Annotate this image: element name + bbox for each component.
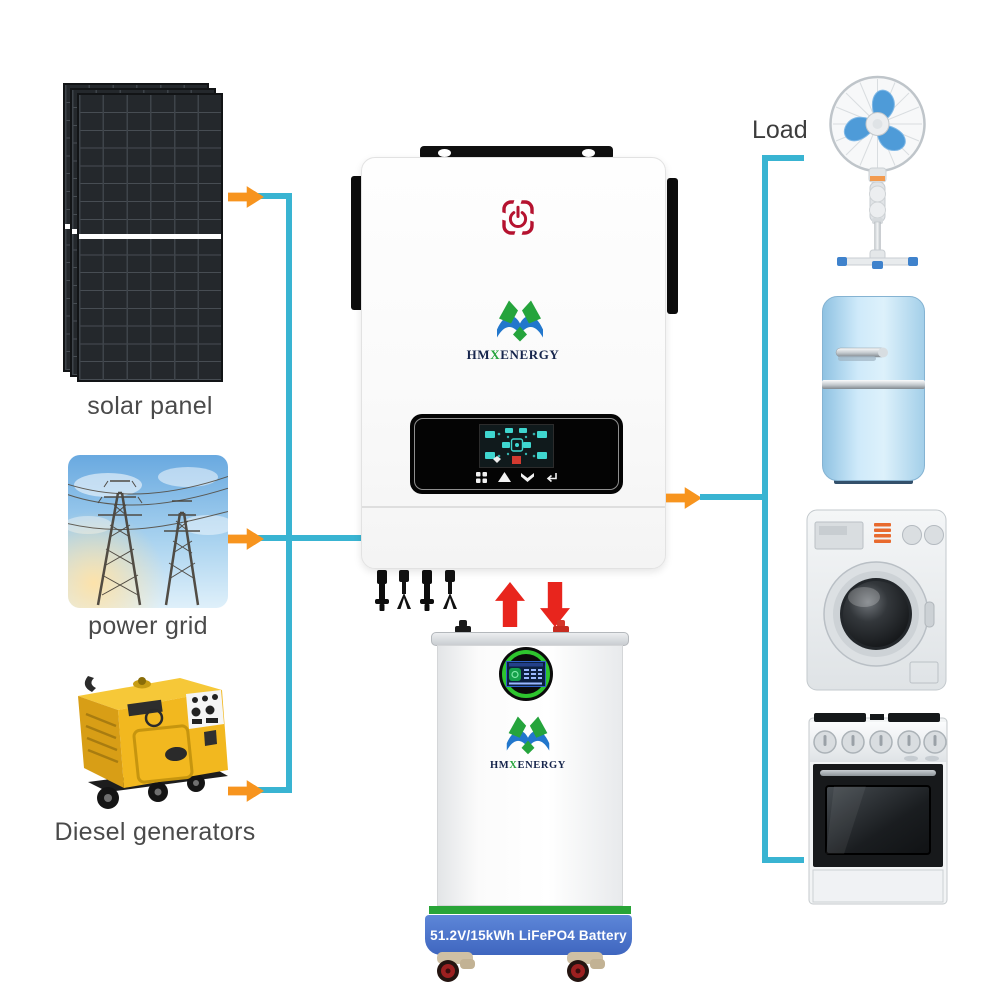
line-solar-horizontal <box>258 193 292 199</box>
caster-wheel-icon <box>562 950 608 984</box>
line-left-vertical <box>286 193 292 793</box>
solar-panel-label: solar panel <box>87 392 213 420</box>
battery-base-label: 51.2V/15kWh LiFePO4 Battery <box>425 915 632 955</box>
electric-stove-image <box>808 712 948 908</box>
battery-brand-text: HMXENERGY <box>428 760 628 771</box>
battery-lcd-screen <box>506 661 546 687</box>
arrow-battery-to-inverter <box>495 582 525 627</box>
power-grid-label: power grid <box>88 612 208 640</box>
inverter-seam-line <box>362 506 665 508</box>
line-load-horizontal <box>700 494 768 500</box>
refrigerator-image <box>822 296 925 488</box>
inverter-heatsink-left <box>351 176 364 310</box>
bracket-hole-right <box>582 149 595 157</box>
battery-terminal-positive <box>553 620 569 633</box>
solar-panel-front <box>77 93 223 382</box>
enter-icon[interactable] <box>545 472 558 483</box>
inverter-mount-bracket <box>420 146 613 160</box>
brand-x: X <box>490 347 501 362</box>
load-label: Load <box>752 116 808 144</box>
battery-top-lid <box>431 632 629 646</box>
brand-energy: ENERGY <box>500 347 560 362</box>
battery-capacity-label: 51.2V/15kWh LiFePO4 Battery <box>430 927 627 943</box>
display-panel-ring <box>414 418 619 490</box>
mc4-connector-icon <box>419 570 435 612</box>
line-load-top-stub <box>762 155 804 161</box>
inverter-heatsink-right <box>667 178 678 314</box>
brand-energy: ENERGY <box>517 760 566 771</box>
line-load-bottom-stub <box>762 857 804 863</box>
arrow-up-icon[interactable] <box>497 472 511 483</box>
inverter-brand-text: HMXENERGY <box>420 347 606 363</box>
brand-hm: HM <box>466 347 491 362</box>
mc4-connector-icon <box>396 570 412 612</box>
line-right-vertical <box>762 155 768 863</box>
arrow-grid-to-inverter <box>228 528 264 550</box>
battery-green-stripe <box>429 906 631 914</box>
inverter-lcd-screen <box>479 424 554 468</box>
brand-hm: HM <box>490 760 510 771</box>
power-grid-image <box>68 455 228 608</box>
diesel-generator-label: Diesel generators <box>54 818 256 846</box>
battery-terminal-negative <box>455 620 471 633</box>
line-diesel-horizontal <box>258 787 292 793</box>
pedestal-fan-image <box>825 72 930 272</box>
inverter-display-panel <box>410 414 623 494</box>
mc4-connector-icon <box>442 570 458 612</box>
arrow-down-icon[interactable] <box>521 472 535 483</box>
bracket-hole-left <box>438 149 451 157</box>
battery-display <box>499 647 553 701</box>
caster-wheel-icon <box>432 950 478 984</box>
power-icon <box>501 199 535 236</box>
diesel-generator-image <box>58 666 238 818</box>
mc4-connector-icon <box>374 570 390 612</box>
hmx-logo-icon <box>504 712 552 756</box>
hmx-logo-icon <box>494 296 546 343</box>
arrow-inverter-to-load <box>666 487 702 509</box>
washing-machine-image <box>806 509 947 694</box>
arrow-solar-to-inverter <box>228 186 264 208</box>
menu-grid-icon[interactable] <box>476 472 487 483</box>
inverter-buttons <box>476 472 558 483</box>
brand-x: X <box>509 760 518 771</box>
line-grid-horizontal <box>258 535 362 541</box>
